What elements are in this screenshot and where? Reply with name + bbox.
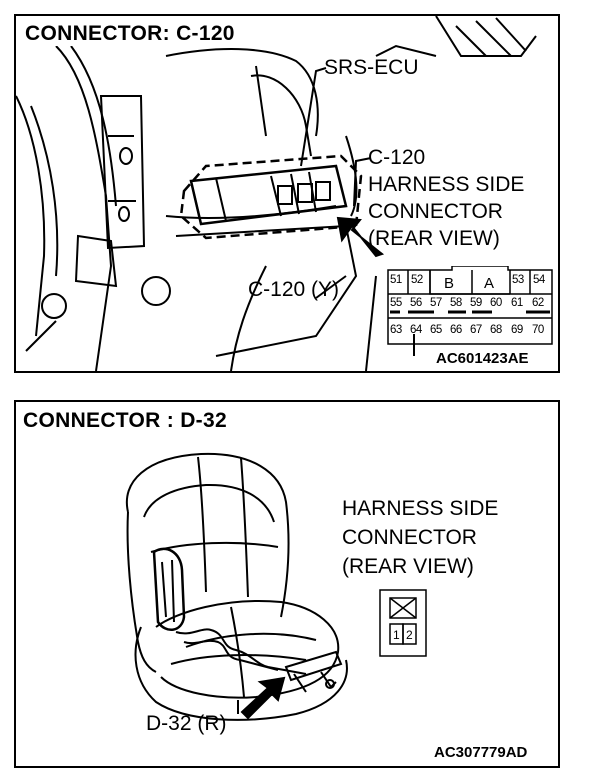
seat-illustration [125,452,427,721]
harness-label-line-3: (REAR VIEW) [342,555,474,578]
harness-label-line-4: (REAR VIEW) [368,227,500,250]
pin-59: 59 [470,297,482,309]
connector-face-outline [387,266,553,345]
pin-53: 53 [512,274,524,286]
pin-56: 56 [410,297,422,309]
pin-a: A [484,275,494,292]
pin-63: 63 [390,324,402,336]
harness-label-line-2: CONNECTOR [342,526,477,549]
pin-1: 1 [393,628,400,642]
connector-c120-panel: CONNECTOR: C-120 SRS-ECU C-120 HARNESS S… [14,14,560,373]
harness-label-line-2: HARNESS SIDE [368,173,525,196]
pin-2: 2 [406,628,413,642]
pin-58: 58 [450,297,462,309]
figure-code: AC601423AE [436,350,529,367]
pin-64: 64 [410,324,422,336]
pin-55: 55 [390,297,402,309]
pin-69: 69 [511,324,523,336]
connector-d32-panel: CONNECTOR : D-32 HARNESS SIDE CONNECTOR … [14,400,560,768]
c120-connector-face: 51 52 B A 53 54 55 56 57 58 59 60 61 62 … [386,266,554,346]
harness-label-line-3: CONNECTOR [368,200,503,223]
connector-label: C-120 (Y) [248,278,340,301]
pin-66: 66 [450,324,462,336]
pin-54: 54 [533,274,545,286]
pin-b: B [444,275,454,292]
pin-61: 61 [511,297,523,309]
harness-label-line-1: C-120 [368,146,426,169]
connector-label: D-32 (R) [146,712,227,735]
pin-65: 65 [430,324,442,336]
pin-67: 67 [470,324,482,336]
pin-51: 51 [390,274,402,286]
pin-62: 62 [532,297,544,309]
panel-title: CONNECTOR : D-32 [20,409,230,433]
pin-70: 70 [532,324,544,336]
srs-ecu-location-illustration [16,16,537,371]
figure-code: AC307779AD [434,744,528,761]
harness-label-line-1: HARNESS SIDE [342,497,499,520]
pin-60: 60 [490,297,502,309]
pin-57: 57 [430,297,442,309]
panel-title: CONNECTOR: C-120 [22,22,238,46]
srs-ecu-label: SRS-ECU [324,56,419,79]
pin-68: 68 [490,324,502,336]
pin-52: 52 [411,274,423,286]
